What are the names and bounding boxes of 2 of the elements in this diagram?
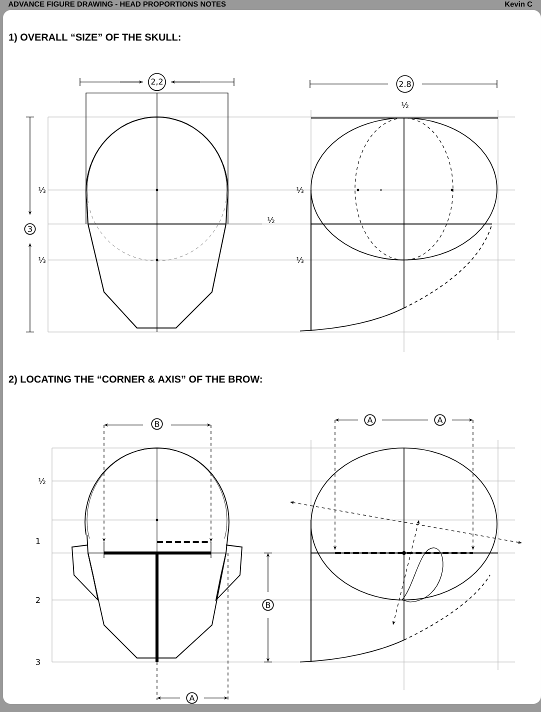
section-heading: 1) OVERALL “SIZE” OF THE SKULL: (9, 33, 180, 43)
section-heading: 2) LOCATING THE “CORNER & AXIS” OF THE BROW: (8, 375, 262, 385)
